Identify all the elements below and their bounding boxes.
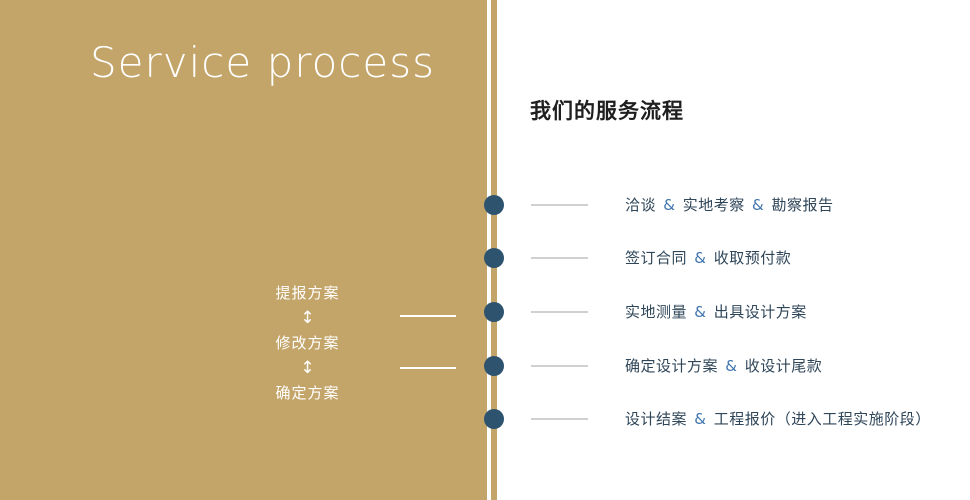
timeline-dot-icon [484,356,504,376]
page-title: Service process [90,38,435,87]
timeline-item-label: 设计结案 & 工程报价（进入工程实施阶段） [625,410,931,428]
timeline-dot-icon [484,195,504,215]
timeline-dot-icon [484,409,504,429]
design-revision-flow: 提报方案 ↕ 修改方案 ↕ 确定方案 [250,283,365,403]
flow-step-revise: 修改方案 [275,334,340,352]
ampersand-separator: & [752,196,765,214]
ampersand-separator: & [694,249,707,267]
timeline-dot-icon [484,248,504,268]
timeline-item-label: 确定设计方案 & 收设计尾款 [625,357,823,375]
timeline-item: 洽谈 & 实地考察 & 勘察报告 [0,195,970,215]
flow-step-confirm: 确定方案 [275,384,340,402]
left-gold-panel: Service process [0,0,497,500]
timeline-tick-line [531,365,588,367]
ampersand-separator: & [694,303,707,321]
timeline-tick-line [531,257,588,259]
flow-connector-line [400,367,456,369]
timeline-item: 确定设计方案 & 收设计尾款 [0,356,970,376]
timeline-dot-icon [484,302,504,322]
timeline-item: 签订合同 & 收取预付款 [0,248,970,268]
timeline-tick-line [531,418,588,420]
ampersand-separator: & [663,196,676,214]
ampersand-separator: & [694,410,707,428]
updown-arrow-icon: ↕ [300,358,315,378]
timeline-item-label: 洽谈 & 实地考察 & 勘察报告 [625,196,834,214]
timeline-item: 设计结案 & 工程报价（进入工程实施阶段） [0,409,970,429]
section-heading: 我们的服务流程 [530,99,684,123]
flow-step-submit: 提报方案 [275,284,340,302]
ampersand-separator: & [725,357,738,375]
timeline-item: 实地测量 & 出具设计方案 [0,302,970,322]
timeline-tick-line [531,311,588,313]
timeline-item-label: 实地测量 & 出具设计方案 [625,303,807,321]
timeline-item-label: 签订合同 & 收取预付款 [625,249,792,267]
timeline-tick-line [531,204,588,206]
flow-connector-line [400,315,456,317]
updown-arrow-icon: ↕ [300,308,315,328]
